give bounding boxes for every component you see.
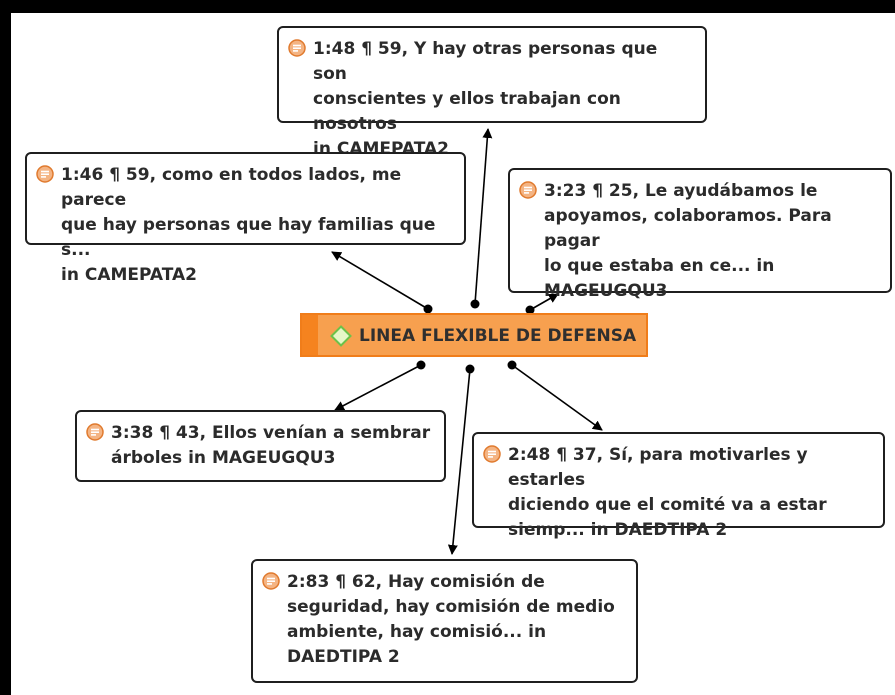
quotation-text-line: lo que estaba en ce... in	[544, 256, 775, 276]
quotation-text-line: in CAMEPATA2	[61, 265, 198, 285]
quotation-text-line: diciendo que el comité va a estar	[508, 495, 827, 515]
quotation-node-2-48[interactable]: 2:48 ¶ 37, Sí, para motivarles y estarle…	[472, 432, 885, 540]
quotation-text-line: 1:46 ¶ 59, como en todos lados, me parec…	[61, 165, 402, 210]
quotation-document-icon	[36, 165, 54, 183]
code-node-linea-flexible[interactable]: LINEA FLEXIBLE DE DEFENSA	[300, 313, 648, 357]
quotation-document-icon	[86, 423, 104, 441]
quotation-node-2-83[interactable]: 2:83 ¶ 62, Hay comisión de seguridad, ha…	[251, 559, 638, 683]
quotation-document-icon	[288, 39, 306, 57]
link-to-q-1-48[interactable]	[470, 128, 493, 309]
quotation-document-icon	[519, 181, 537, 199]
quotation-text-line: árboles in MAGEUGQU3	[111, 448, 336, 468]
code-diamond-icon	[330, 325, 352, 347]
connector-layer	[331, 128, 603, 555]
network-canvas: LINEA FLEXIBLE DE DEFENSA 1:48 ¶ 59, Y h…	[11, 13, 895, 695]
quotation-node-3-23[interactable]: 3:23 ¶ 25, Le ayudábamos le apoyamos, co…	[508, 168, 892, 301]
quotation-document-icon	[483, 445, 501, 463]
link-to-q-1-46[interactable]	[331, 251, 433, 314]
quotation-text-line: 3:23 ¶ 25, Le ayudábamos le	[544, 181, 818, 201]
quotation-text-line: MAGEUGQU3	[544, 281, 668, 301]
link-to-q-2-48[interactable]	[507, 360, 603, 431]
quotation-text-line: 3:38 ¶ 43, Ellos venían a sembrar	[111, 423, 431, 443]
link-to-q-2-83[interactable]	[447, 364, 475, 555]
quotation-node-1-48[interactable]: 1:48 ¶ 59, Y hay otras personas que son …	[277, 26, 707, 159]
quotation-text-line: conscientes y ellos trabajan con nosotro…	[313, 89, 621, 134]
quotation-text-line: seguridad, hay comisión de medio	[287, 597, 615, 617]
quotation-node-3-38[interactable]: 3:38 ¶ 43, Ellos venían a sembrar árbole…	[75, 410, 446, 482]
quotation-node-1-46[interactable]: 1:46 ¶ 59, como en todos lados, me parec…	[25, 152, 466, 285]
quotation-document-icon	[262, 572, 280, 590]
code-node-color-strip	[302, 315, 318, 355]
quotation-text-line: que hay personas que hay familias que s.…	[61, 215, 436, 260]
code-node-label: LINEA FLEXIBLE DE DEFENSA	[359, 326, 637, 346]
quotation-text-line: ambiente, hay comisió... in	[287, 622, 547, 642]
link-to-q-3-23[interactable]	[525, 293, 559, 315]
quotation-text-line: apoyamos, colaboramos. Para pagar	[544, 206, 832, 251]
quotation-text-line: 2:48 ¶ 37, Sí, para motivarles y estarle…	[508, 445, 808, 490]
quotation-text-line: siemp... in DAEDTIPA 2	[508, 520, 728, 540]
link-to-q-3-38[interactable]	[334, 360, 426, 411]
quotation-text-line: 2:83 ¶ 62, Hay comisión de	[287, 572, 545, 592]
quotation-text-line: DAEDTIPA 2	[287, 647, 400, 667]
quotation-text-line: 1:48 ¶ 59, Y hay otras personas que son	[313, 39, 658, 84]
